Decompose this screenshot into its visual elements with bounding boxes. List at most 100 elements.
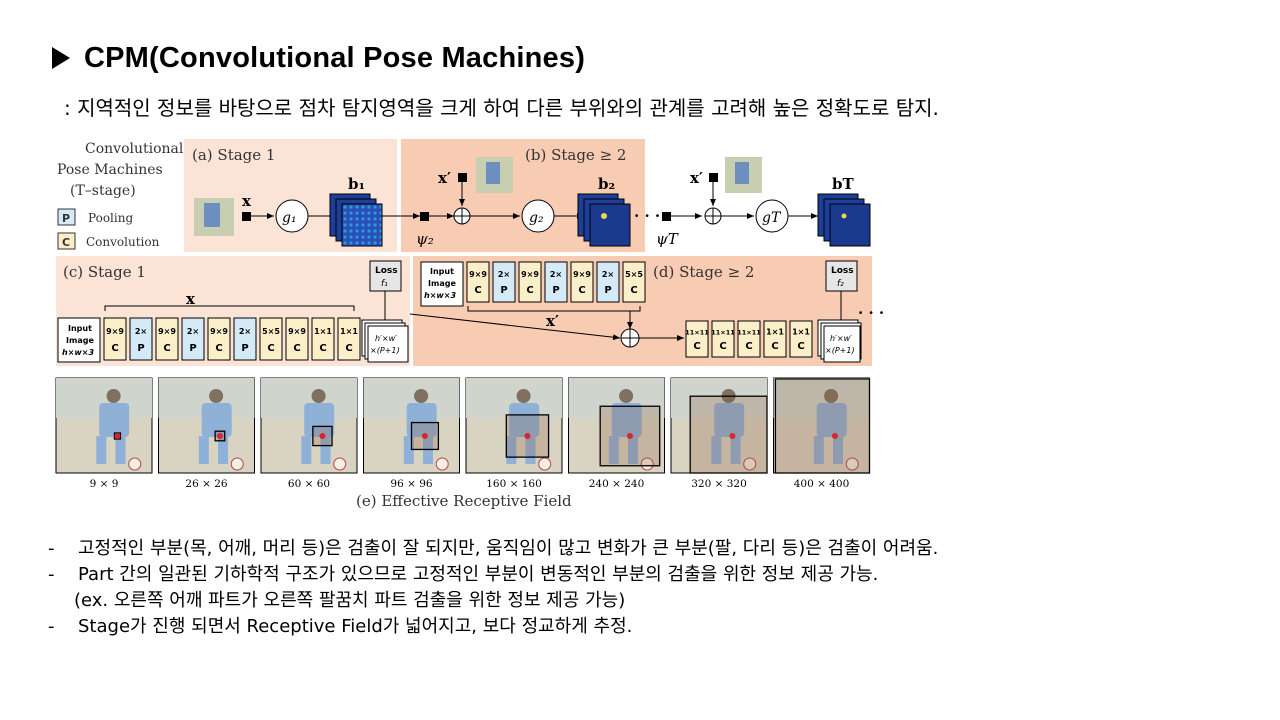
bullet-list: -고정적인 부분(목, 어깨, 머리 등)은 검출이 잘 되지만, 움직임이 많… — [48, 536, 938, 640]
slide-subtitle: : 지역적인 정보를 바탕으로 점차 탐지영역을 크게 하여 다른 부위와의 관… — [64, 96, 939, 120]
person-body — [406, 403, 437, 437]
panel-b-xprime2-node — [709, 173, 718, 182]
legend-title-2: Pose Machines — [57, 162, 163, 178]
person-body — [816, 403, 847, 437]
panel-d-top-layers: 9×9C2×P9×9C2×P9×9C2×P5×5C — [466, 261, 646, 303]
layer-block — [711, 320, 735, 358]
person-head — [619, 389, 634, 403]
receptive-field-size: 9 × 9 — [90, 478, 119, 490]
person-head — [824, 389, 839, 403]
panel-b: (b) Stage ≥ 2 ψ₂ x′ g₂ b₂ · · · ψT — [382, 139, 871, 252]
person-leg-right — [730, 436, 741, 464]
bullet-dash: - — [48, 538, 55, 559]
cpm-figure: Convolutional Pose Machines (T–stage) P … — [55, 139, 884, 510]
panel-d-bottom-layer-1: 11×11C — [685, 320, 709, 358]
panel-b-belief-maps — [577, 193, 631, 247]
legend-conv-label: Convolution — [86, 235, 160, 249]
layer-kernel: 1×1 — [340, 327, 358, 336]
panel-d-loss-box — [825, 260, 858, 292]
receptive-field-size: 320 × 320 — [691, 478, 747, 490]
panel-b-bT-label: bT — [832, 175, 854, 193]
layer-block — [207, 317, 231, 361]
panel-c-out-2: ×(P+1) — [370, 346, 400, 355]
person-leg-right — [218, 436, 229, 464]
panel-a-person — [204, 203, 220, 227]
layer-type: P — [500, 285, 507, 296]
layer-block — [492, 261, 516, 303]
person-leg-left — [711, 436, 722, 464]
layer-block — [570, 261, 594, 303]
panel-a-x-label: x — [242, 192, 252, 210]
panel-d-top-layer-2: 2×P — [492, 261, 516, 303]
panel-d-xprime-bracket — [467, 306, 641, 312]
panel-d-top-layer-3: 9×9C — [518, 261, 542, 303]
layer-kernel: 9×9 — [469, 270, 487, 279]
layer-kernel: 2× — [602, 270, 614, 279]
panel-c-layer-4: 2×P — [181, 317, 205, 361]
receptive-field-7: 320 × 320 — [670, 377, 768, 490]
ball — [333, 457, 347, 471]
legend-title-1: Convolutional — [85, 141, 184, 157]
bullet-item-1: -고정적인 부분(목, 어깨, 머리 등)은 검출이 잘 되지만, 움직임이 많… — [48, 536, 938, 562]
panel-c-x-bracket — [104, 305, 355, 311]
person-leg-left — [608, 436, 619, 464]
receptive-field-size: 26 × 26 — [185, 478, 228, 490]
layer-block — [789, 320, 813, 358]
panel-d-top-layer-6: 2×P — [596, 261, 620, 303]
person-body — [611, 403, 642, 437]
bullet-dash: - — [48, 564, 55, 585]
panel-b-xprime-label: x′ — [438, 169, 451, 187]
layer-block — [259, 317, 283, 361]
receptive-field-size: 240 × 240 — [589, 478, 645, 490]
layer-type: C — [771, 341, 778, 352]
panel-c-label: (c) Stage 1 — [63, 263, 146, 281]
layer-kernel: 2× — [135, 327, 147, 336]
knee-marker — [319, 433, 326, 439]
person-leg-left — [403, 436, 414, 464]
panel-b-person — [486, 162, 500, 184]
panel-c-layer-9: 1×1C — [311, 317, 335, 361]
person-head — [414, 389, 429, 403]
layer-kernel: 1×1 — [792, 328, 810, 337]
panel-b-g2-label: g₂ — [529, 210, 544, 226]
layer-kernel: 5×5 — [625, 270, 643, 279]
person-leg-left — [301, 436, 312, 464]
panel-b-belief-maps-T — [817, 193, 871, 247]
panel-c-input-box — [57, 317, 101, 363]
panel-d-input-box — [420, 261, 464, 307]
person-leg-left — [198, 436, 209, 464]
legend-pool-label: Pooling — [88, 211, 133, 225]
bullet-text: Part 간의 일관된 기하학적 구조가 있으므로 고정적인 부분이 변동적인 … — [78, 564, 879, 585]
panel-a: (a) Stage 1 x g₁ b₁ — [184, 139, 397, 252]
panel-c-loss-2: f₁ — [381, 279, 388, 289]
knee-marker — [524, 433, 531, 439]
panel-b-psi2-label: ψ₂ — [416, 230, 434, 248]
panel-d-out-1: h′×w′ — [830, 334, 852, 343]
panel-c-layer-1: 9×9C — [103, 317, 127, 361]
ball — [743, 457, 757, 471]
receptive-field-4: 96 × 96 — [363, 377, 460, 490]
layer-block — [311, 317, 335, 361]
person-leg-right — [320, 436, 331, 464]
receptive-field-size: 160 × 160 — [486, 478, 542, 490]
panel-a-b1-label: b₁ — [348, 175, 365, 193]
receptive-field-8: 400 × 400 — [773, 377, 871, 490]
slide-title-text: CPM(Convolutional Pose Machines) — [84, 42, 586, 74]
layer-type: C — [163, 343, 170, 354]
knee-marker — [729, 433, 736, 439]
layer-kernel: 11×11 — [685, 329, 709, 337]
panel-b-xprime2-label: x′ — [690, 169, 703, 187]
panel-c-input-2: Image — [66, 336, 94, 345]
panel-e-label: (e) Effective Receptive Field — [356, 492, 572, 510]
layer-type: C — [630, 285, 637, 296]
legend-pool-swatch — [57, 208, 76, 226]
panel-b-psi2-node — [420, 212, 429, 221]
panel-c-layer-10: 1×1C — [337, 317, 361, 361]
bullet-item-3: (ex. 오른쪽 어깨 파트가 오른쪽 팔꿈치 파트 검출을 위한 정보 제공 … — [48, 588, 938, 614]
panel-d-bottom-layer-5: 1×1C — [789, 320, 813, 358]
layer-kernel: 2× — [187, 327, 199, 336]
panel-b-psiT-label: ψT — [656, 230, 679, 248]
person-leg-right — [525, 436, 536, 464]
panel-a-g1-label: g₁ — [282, 210, 297, 226]
